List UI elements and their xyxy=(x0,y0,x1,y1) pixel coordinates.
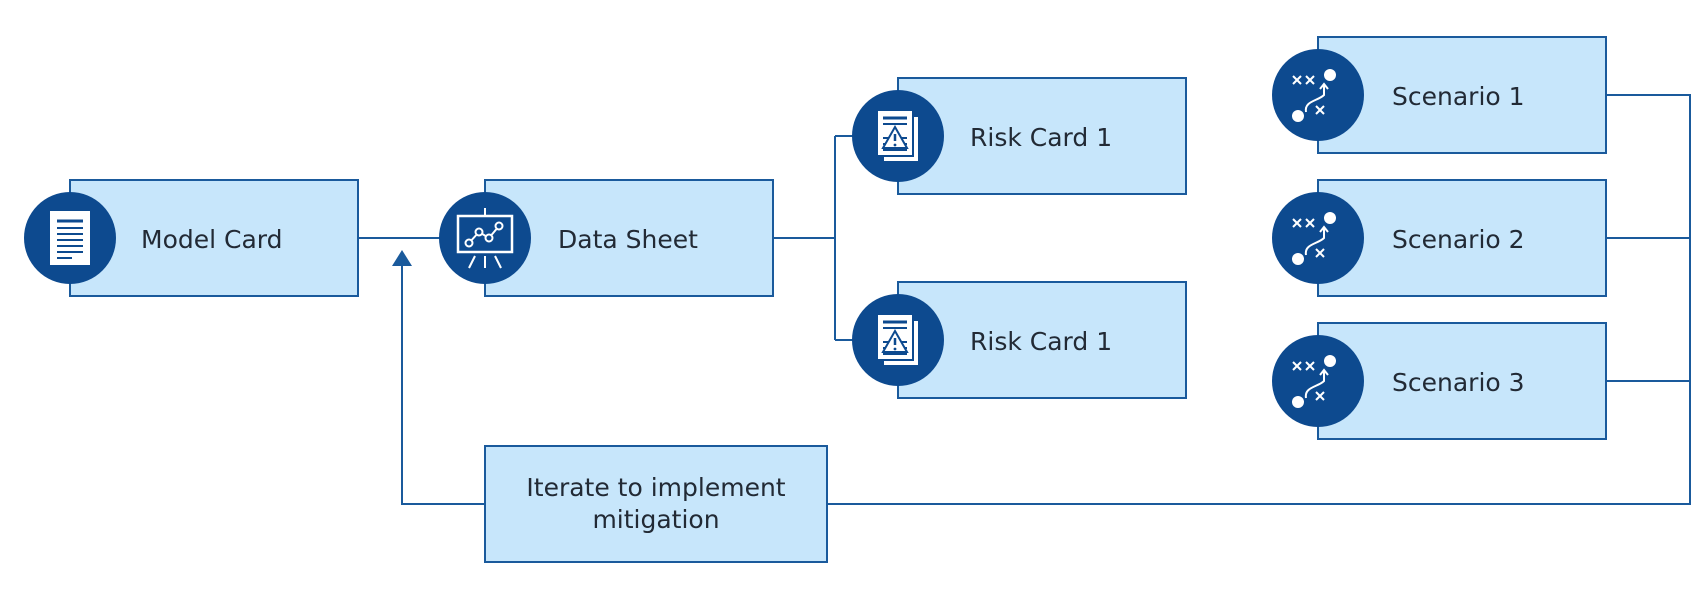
iterate-label-line2: mitigation xyxy=(592,505,719,534)
feedback-arrowhead xyxy=(392,250,412,266)
warning-document-icon xyxy=(875,108,921,164)
warning-document-icon xyxy=(875,312,921,368)
data-sheet-label: Data Sheet xyxy=(558,225,698,254)
scenario-3-label: Scenario 3 xyxy=(1392,368,1525,397)
node-scenario-3: Scenario 3 xyxy=(1272,322,1607,440)
connector-scenarios-to-iterate xyxy=(827,94,1691,505)
node-scenario-2: Scenario 2 xyxy=(1272,179,1607,297)
node-scenario-1: Scenario 1 xyxy=(1272,36,1607,154)
risk-card-top-box xyxy=(897,77,1187,195)
scenario-1-label: Scenario 1 xyxy=(1392,82,1525,111)
node-iterate-mitigation: Iterate to implement mitigation xyxy=(484,445,828,563)
scenario-1-box xyxy=(1317,36,1607,154)
connector-datasheet-to-risk-cards xyxy=(773,135,898,341)
connectors xyxy=(358,94,1691,505)
scenario-3-box xyxy=(1317,322,1607,440)
data-sheet-box xyxy=(484,179,774,297)
model-card-label: Model Card xyxy=(141,225,283,254)
node-risk-card-top: Risk Card 1 xyxy=(852,77,1187,195)
iterate-box xyxy=(484,445,828,563)
scenario-2-icon-circle xyxy=(1272,192,1364,284)
scenario-3-icon-circle xyxy=(1272,335,1364,427)
scenario-1-icon-circle xyxy=(1272,49,1364,141)
node-risk-card-bottom: Risk Card 1 xyxy=(852,281,1187,399)
node-data-sheet: Data Sheet xyxy=(439,179,774,297)
risk-card-bottom-label: Risk Card 1 xyxy=(970,327,1112,356)
model-card-box xyxy=(69,179,359,297)
scenario-2-label: Scenario 2 xyxy=(1392,225,1525,254)
risk-card-top-label: Risk Card 1 xyxy=(970,123,1112,152)
node-model-card: Model Card xyxy=(24,179,359,297)
document-icon xyxy=(47,208,93,268)
risk-card-bottom-box xyxy=(897,281,1187,399)
iterate-label-line1: Iterate to implement xyxy=(526,473,785,502)
connector-iterate-to-model xyxy=(401,262,485,505)
